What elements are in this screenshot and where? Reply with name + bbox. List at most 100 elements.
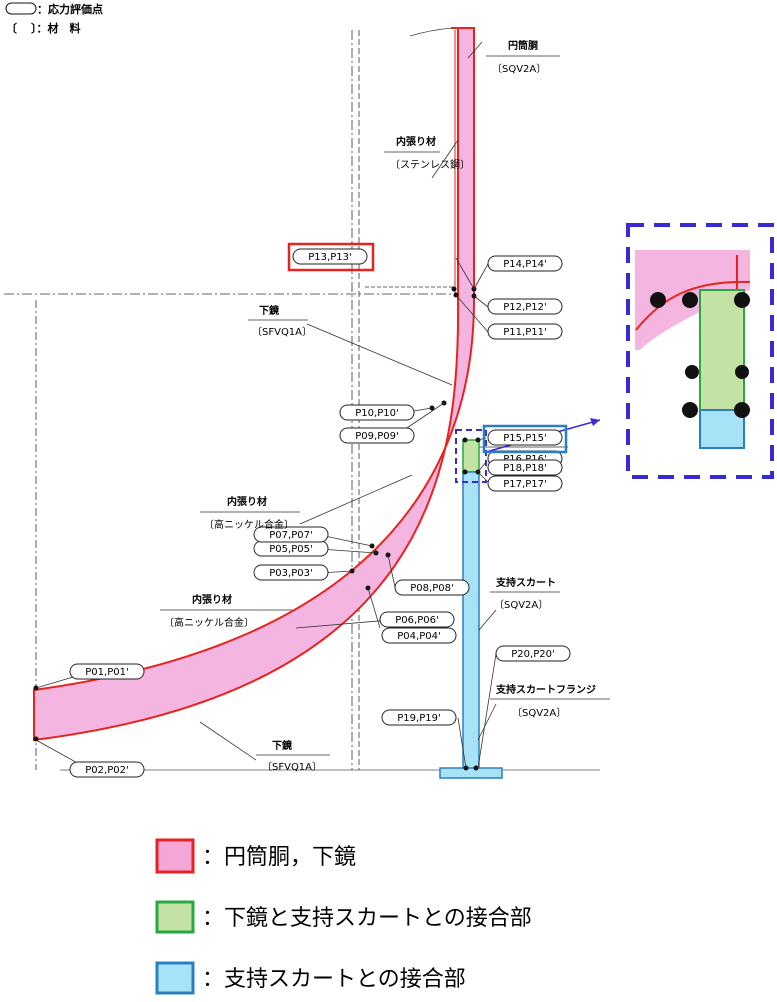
- point-label-pill: [339, 427, 415, 444]
- leader-lines: [35, 41, 497, 771]
- point-label-pill: [381, 627, 457, 644]
- material-note: 〕：材 料: [31, 21, 81, 35]
- point-label-pill: [394, 579, 470, 596]
- detail-point: [734, 292, 750, 308]
- label-lower-head-1: 下鏡: [259, 304, 279, 317]
- stress-point-note: ：応力評価点: [37, 2, 103, 16]
- legend-label-green: ：下鏡と支持スカートとの接合部: [202, 906, 532, 931]
- top-break-line: [409, 27, 453, 37]
- point-label-text: P04,P04': [397, 631, 440, 642]
- color-legend: ：円筒胴，下鏡 ：下鏡と支持スカートとの接合部 ：支持スカートとの接合部: [155, 838, 532, 995]
- point-label-text: P11,P11': [503, 327, 546, 338]
- point-label-pill: [487, 459, 563, 476]
- detail-point: [735, 365, 749, 379]
- point-label-text: P18,P18': [503, 463, 546, 474]
- point-label: P03,P03': [253, 564, 329, 581]
- point-label-text: P10,P10': [355, 408, 398, 419]
- label-liner-low: 内張り材: [192, 593, 232, 606]
- label-liner-low-material: 〔高ニッケル合金〕: [164, 616, 254, 629]
- detail-point: [685, 365, 699, 379]
- point-label: P11,P11': [487, 323, 563, 340]
- point-label-pill: [495, 645, 571, 662]
- part-labels: 円筒胴 〔SQV2A〕 内張り材 〔ステンレス鋼〕 下鏡 〔SFVQ1A〕 内張…: [160, 39, 610, 773]
- point-label-pill: [339, 404, 415, 421]
- point-label: P18,P18': [487, 459, 563, 476]
- material-bracket-open: 〔: [6, 22, 17, 35]
- detail-point: [682, 402, 698, 418]
- point-label-text: P03,P03': [269, 568, 312, 579]
- stress-point: [462, 469, 468, 475]
- stress-point-symbol: [5, 2, 37, 15]
- stress-point: [462, 437, 468, 443]
- point-label-pill: [253, 564, 329, 581]
- label-cylinder-material: 〔SQV2A〕: [492, 63, 546, 75]
- point-label-pill: [381, 709, 457, 726]
- point-label-pill: [292, 248, 368, 265]
- point-label-pill: [487, 255, 563, 272]
- point-label: P17,P17': [487, 475, 563, 492]
- point-label: P04,P04': [381, 627, 457, 644]
- skirt-blue: [462, 471, 480, 771]
- support-skirt: [439, 418, 601, 779]
- point-label: P12,P12': [487, 298, 563, 315]
- point-label-text: P09,P09': [355, 431, 398, 442]
- point-label-text: P19,P19': [397, 713, 440, 724]
- point-label-pill: [379, 611, 455, 628]
- detail-marker-box: [455, 429, 487, 483]
- detail-skirt-blue: [699, 409, 745, 449]
- point-label-text: P15,P15': [503, 433, 546, 444]
- point-label-pill: [487, 323, 563, 340]
- point-label-pill: [487, 429, 563, 446]
- point-label-pill: [487, 475, 563, 492]
- point-label-text: P01,P01': [85, 667, 128, 678]
- point-label: P08,P08': [394, 579, 470, 596]
- point-label-text: P08,P08': [410, 583, 453, 594]
- point-label-pill: [69, 761, 145, 778]
- point-label-text: P12,P12': [503, 302, 546, 313]
- point-label: P10,P10': [339, 404, 415, 421]
- point-label-text: P07,P07': [269, 530, 312, 541]
- highlight-box-p13: [287, 242, 375, 272]
- label-liner-mid-material: 〔高ニッケル合金〕: [204, 518, 294, 531]
- point-label-text: P13,P13': [308, 252, 351, 263]
- detail-arrowhead: [590, 418, 600, 426]
- point-label-text: P06,P06': [395, 615, 438, 626]
- point-label: P14,P14': [487, 255, 563, 272]
- label-skirt-material: 〔SQV2A〕: [494, 599, 548, 611]
- detail-junction-green: [699, 289, 745, 411]
- detail-point: [650, 292, 666, 308]
- detail-point: [682, 292, 698, 308]
- label-cylinder: 円筒胴: [508, 39, 538, 52]
- label-skirt-flange: 支持スカートフランジ: [495, 683, 596, 696]
- detail-view: [626, 223, 774, 479]
- skirt-flange: [439, 767, 503, 779]
- point-label: P05,P05': [253, 540, 329, 557]
- legend-swatch-blue: [155, 961, 195, 995]
- point-label-pill: [69, 663, 145, 680]
- point-label: P01,P01': [69, 663, 145, 680]
- label-skirt-flange-material: 〔SQV2A〕: [512, 707, 566, 719]
- stress-point: [451, 286, 457, 292]
- label-liner-upper: 内張り材: [396, 135, 436, 148]
- point-label: P09,P09': [339, 427, 415, 444]
- point-label-pill: [487, 298, 563, 315]
- label-skirt: 支持スカート: [495, 576, 556, 589]
- stress-point: [473, 765, 479, 771]
- detail-point: [734, 402, 750, 418]
- point-label-pill: [253, 526, 329, 543]
- highlight-box-p15: [482, 424, 568, 454]
- detail-head-edge: [635, 280, 751, 331]
- point-label: P02,P02': [69, 761, 145, 778]
- legend-swatch-green: [155, 900, 195, 934]
- legend-label-blue: ：支持スカートとの接合部: [202, 967, 466, 992]
- point-label: P06,P06': [379, 611, 455, 628]
- point-label-text: P14,P14': [503, 259, 546, 270]
- point-label-text: P17,P17': [503, 479, 546, 490]
- label-lower-head-2-material: 〔SFVQ1A〕: [262, 761, 322, 773]
- point-label: P19,P19': [381, 709, 457, 726]
- point-label-text: P05,P05': [269, 544, 312, 555]
- label-liner-upper-material: 〔ステンレス鋼〕: [390, 158, 470, 171]
- label-lower-head-2: 下鏡: [272, 739, 292, 752]
- label-liner-mid: 内張り材: [227, 495, 267, 508]
